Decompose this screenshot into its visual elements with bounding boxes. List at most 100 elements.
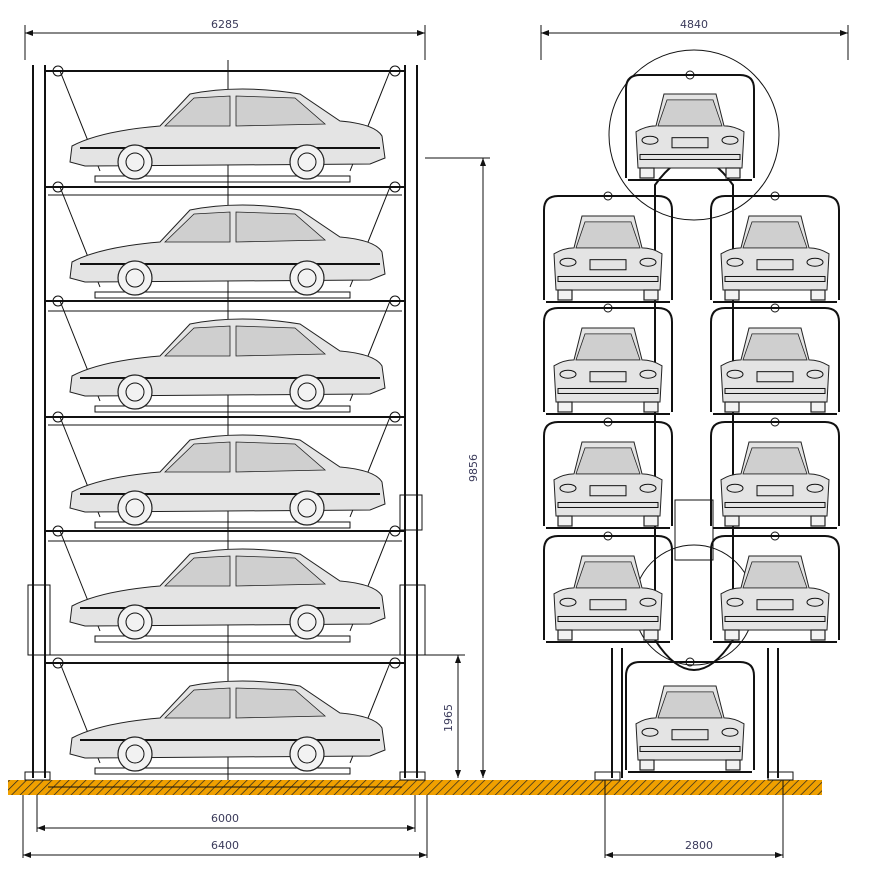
car-rear-window bbox=[235, 555, 327, 587]
car-bumper bbox=[557, 275, 659, 282]
car-rear-hub bbox=[297, 744, 317, 764]
gearbox-right bbox=[399, 584, 426, 656]
right-base-plate bbox=[399, 771, 426, 781]
hanger-pivot bbox=[52, 657, 64, 669]
car-tire bbox=[557, 629, 573, 641]
car-tire bbox=[557, 289, 573, 301]
dimension-lines bbox=[22, 25, 849, 858]
car-tire bbox=[643, 629, 659, 641]
car-headlight bbox=[639, 597, 657, 607]
car-rear-wheel bbox=[289, 374, 325, 410]
car-rear-hub bbox=[297, 382, 317, 402]
car-tire bbox=[639, 759, 655, 771]
car-rear-hub bbox=[297, 498, 317, 518]
car-windshield bbox=[657, 691, 723, 719]
car-grille bbox=[589, 371, 627, 383]
car-grille bbox=[589, 259, 627, 271]
car-grille bbox=[756, 259, 794, 271]
car-rear-hub bbox=[297, 152, 317, 172]
car-windshield bbox=[657, 99, 723, 127]
car-windshield bbox=[575, 221, 641, 249]
car-front-hub bbox=[125, 152, 145, 172]
dimension-4840-label: 4840 bbox=[680, 18, 708, 31]
hanger-pivot bbox=[389, 411, 401, 423]
car-windshield bbox=[575, 561, 641, 589]
car-rear-wheel bbox=[289, 144, 325, 180]
left-pallet-row-4 bbox=[543, 531, 673, 643]
base-plate bbox=[594, 771, 621, 781]
car-pallet bbox=[94, 767, 351, 775]
car-headlight bbox=[641, 727, 659, 737]
pallet-cage-frame bbox=[543, 307, 673, 412]
parking-level bbox=[45, 65, 405, 196]
car-rear-window bbox=[235, 325, 327, 357]
parking-level bbox=[45, 181, 405, 312]
dimension-9856-label: 9856 bbox=[467, 454, 480, 482]
dimension-6000-label: 6000 bbox=[211, 812, 239, 825]
cage-pivot bbox=[603, 303, 613, 313]
car-front-window bbox=[164, 687, 231, 719]
car-rear-hub bbox=[297, 268, 317, 288]
car-bumper bbox=[724, 387, 826, 394]
side-elevation-view bbox=[24, 60, 426, 788]
right-pallet-row-1 bbox=[710, 191, 840, 303]
car-tire bbox=[557, 515, 573, 527]
car-headlight bbox=[806, 257, 824, 267]
car-headlight bbox=[721, 135, 739, 145]
car-bumper bbox=[557, 501, 659, 508]
car-front-window bbox=[164, 325, 231, 357]
car-bumper bbox=[557, 615, 659, 622]
car-bumper bbox=[724, 501, 826, 508]
car-front-wheel bbox=[117, 490, 153, 526]
car-tire bbox=[643, 401, 659, 413]
car-windshield bbox=[575, 333, 641, 361]
car-pallet bbox=[94, 521, 351, 529]
pallet-cage-frame bbox=[543, 535, 673, 640]
dimension-6285-label: 6285 bbox=[211, 18, 239, 31]
pallet-cage-frame bbox=[710, 421, 840, 526]
car-bumper bbox=[724, 615, 826, 622]
car-windshield bbox=[575, 447, 641, 475]
parking-level bbox=[45, 295, 405, 426]
car-tire bbox=[724, 401, 740, 413]
drive-motor bbox=[399, 494, 423, 531]
pallet-cage-frame bbox=[543, 195, 673, 300]
hanger-pivot bbox=[389, 657, 401, 669]
hanger-pivot bbox=[52, 65, 64, 77]
car-headlight bbox=[639, 483, 657, 493]
car-tire bbox=[643, 289, 659, 301]
car-front-window bbox=[164, 555, 231, 587]
car-front-wheel bbox=[117, 374, 153, 410]
hanger-pivot bbox=[389, 295, 401, 307]
car-front-window bbox=[164, 441, 231, 473]
car-pallet bbox=[94, 635, 351, 643]
parking-level bbox=[45, 411, 405, 542]
base-plate bbox=[767, 771, 794, 781]
car-rear-wheel bbox=[289, 736, 325, 772]
car-tire bbox=[643, 515, 659, 527]
car-rear-window bbox=[235, 95, 327, 127]
car-rear-wheel bbox=[289, 490, 325, 526]
pallet-cage-frame bbox=[710, 195, 840, 300]
car-tire bbox=[639, 167, 655, 179]
car-windshield bbox=[742, 333, 808, 361]
car-front-wheel bbox=[117, 604, 153, 640]
car-headlight bbox=[641, 135, 659, 145]
parking-level bbox=[45, 525, 405, 656]
car-grille bbox=[756, 599, 794, 611]
car-headlight bbox=[726, 483, 744, 493]
car-grille bbox=[671, 137, 709, 149]
dimension-6400-label: 6400 bbox=[211, 839, 239, 852]
car-rear-hub bbox=[297, 612, 317, 632]
hanger-pivot bbox=[52, 411, 64, 423]
dimension-2800-label: 2800 bbox=[685, 839, 713, 852]
car-rear-window bbox=[235, 441, 327, 473]
car-headlight bbox=[559, 483, 577, 493]
drive-motor bbox=[674, 499, 714, 561]
dimension-1965-label: 1965 bbox=[442, 704, 455, 732]
car-headlight bbox=[721, 727, 739, 737]
right-pallet-row-3 bbox=[710, 417, 840, 529]
parking-level bbox=[45, 657, 405, 788]
cage-pivot bbox=[770, 531, 780, 541]
car-bumper bbox=[724, 275, 826, 282]
